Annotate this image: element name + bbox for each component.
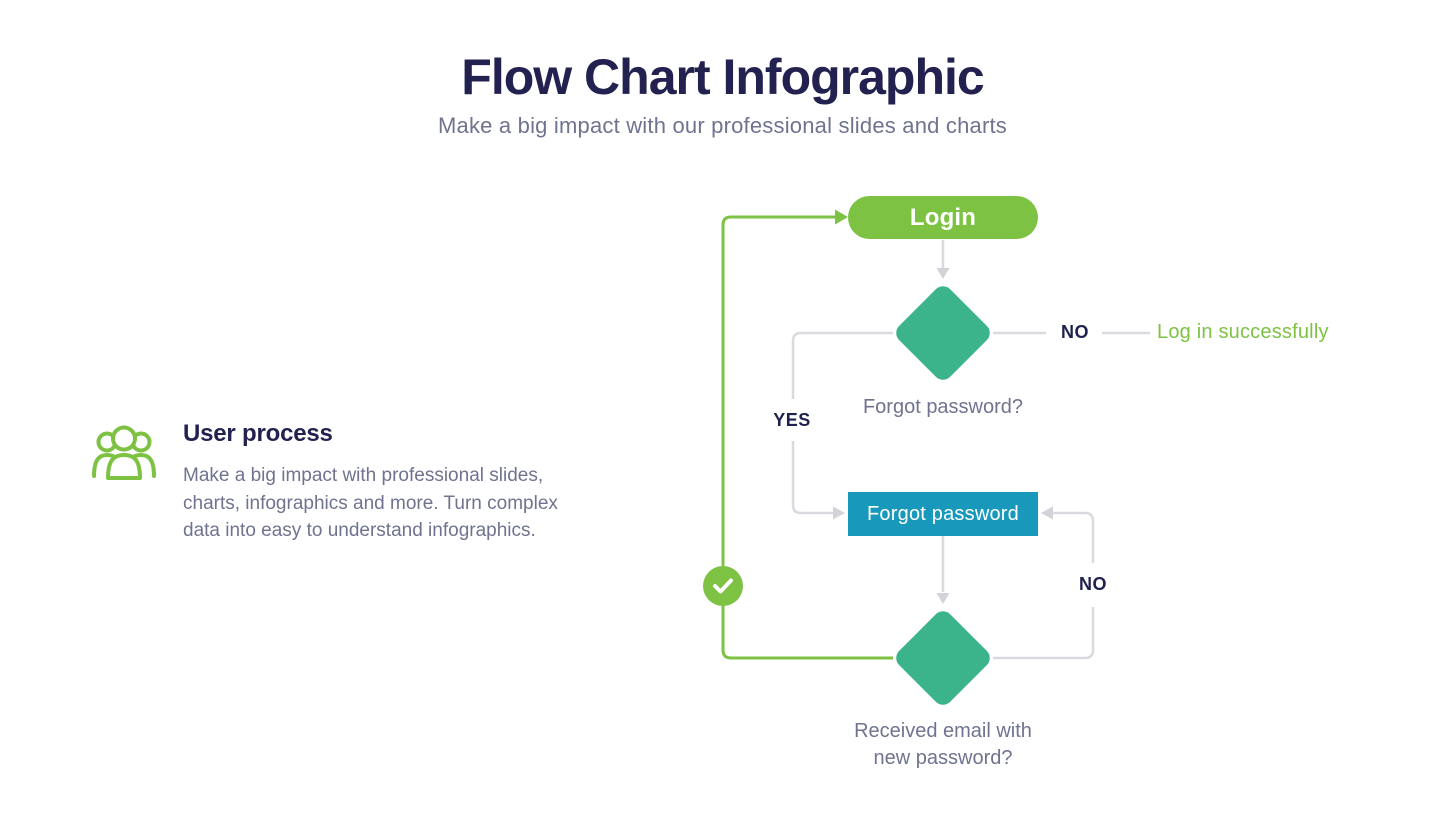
decision2-question-line1: Received email with	[854, 720, 1032, 742]
arrowhead-down-decision1	[936, 268, 950, 279]
connector-no-loop	[993, 607, 1095, 660]
check-icon	[703, 566, 743, 606]
branch-label-no-1: NO	[1061, 322, 1089, 342]
connector-no-loop-2	[1053, 511, 1095, 563]
branch-label-no-2: NO	[1079, 574, 1107, 594]
connector-yes-path-2	[791, 441, 833, 515]
decision2-question: Received email with new password?	[818, 718, 1068, 772]
feature-description: Make a big impact with professional slid…	[183, 465, 558, 541]
flow-node-login: Login	[848, 196, 1038, 239]
feature-heading: User process	[183, 420, 333, 447]
decision2-question-line2: new password?	[873, 747, 1013, 769]
header: Flow Chart Infographic Make a big impact…	[0, 48, 1445, 139]
page-subtitle: Make a big impact with our professional …	[437, 113, 1007, 138]
arrowhead-down-decision2	[936, 593, 950, 604]
arrowhead-right-login	[835, 209, 848, 225]
branch-label-yes: YES	[773, 410, 811, 430]
page-title: Flow Chart Infographic	[461, 49, 984, 105]
forgot-password-label: Forgot password	[867, 502, 1019, 525]
connector-success-loop	[721, 215, 893, 660]
decision1-question: Forgot password?	[862, 396, 1024, 418]
outcome-label: Log in successfully	[1157, 321, 1329, 343]
arrowhead-left-process	[1041, 506, 1053, 520]
connector-yes-path	[791, 331, 893, 399]
flow-node-forgot-password: Forgot password	[848, 492, 1038, 536]
login-label: Login	[909, 203, 977, 231]
arrowhead-right-process	[833, 506, 845, 520]
users-group-icon	[88, 424, 160, 487]
